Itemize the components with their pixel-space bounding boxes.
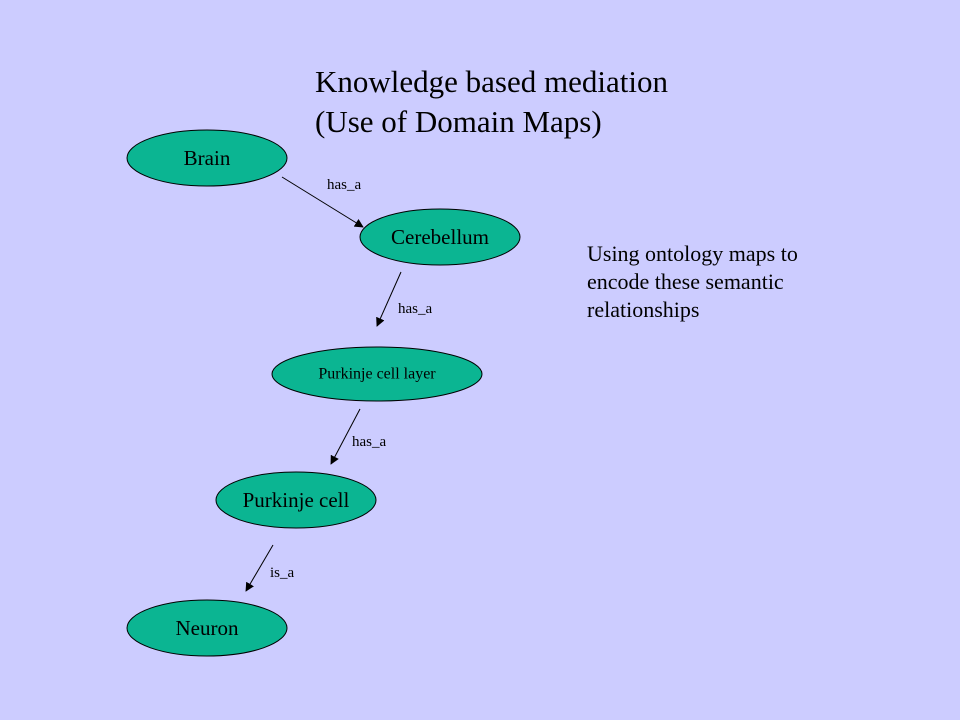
- edge-cerebellum-to-layer: has_a: [376, 271, 432, 327]
- edge-layer-to-cell: has_a: [330, 408, 386, 465]
- side-note: Using ontology maps to encode these sema…: [587, 240, 877, 324]
- node-brain-shape: [126, 129, 288, 187]
- title-line-2: (Use of Domain Maps): [315, 104, 602, 139]
- edge-cerebellum-to-layer-label: has_a: [398, 301, 432, 317]
- side-note-line-1: Using ontology maps to: [587, 241, 798, 266]
- node-cerebellum-label: Cerebellum: [391, 225, 489, 249]
- node-cerebellum-shape: [359, 208, 521, 266]
- edge-brain-to-cerebellum-arrow: [281, 176, 364, 228]
- edge-layer-to-cell-label: has_a: [352, 434, 386, 450]
- edge-brain-to-cerebellum-label: has_a: [327, 177, 361, 193]
- side-note-line-2: encode these semantic: [587, 269, 784, 294]
- node-brain-label: Brain: [184, 146, 231, 170]
- node-purkinje-cell-layer-shape: [271, 346, 483, 402]
- edge-layer-to-cell-arrow: [330, 408, 361, 465]
- node-brain: Brain: [126, 129, 288, 187]
- slide-title: Knowledge based mediation (Use of Domain…: [315, 62, 668, 142]
- edge-cell-to-neuron: is_a: [245, 544, 295, 592]
- node-neuron-label: Neuron: [176, 616, 239, 640]
- node-purkinje-cell: Purkinje cell: [215, 471, 377, 529]
- node-neuron: Neuron: [126, 599, 288, 657]
- node-purkinje-cell-label: Purkinje cell: [243, 488, 350, 512]
- side-note-line-3: relationships: [587, 297, 700, 322]
- edge-cell-to-neuron-arrow: [245, 544, 274, 592]
- title-line-1: Knowledge based mediation: [315, 64, 668, 99]
- node-purkinje-cell-layer-label: Purkinje cell layer: [318, 366, 436, 383]
- edge-brain-to-cerebellum: has_a: [281, 176, 364, 228]
- edge-cell-to-neuron-label: is_a: [270, 565, 295, 581]
- node-purkinje-cell-layer: Purkinje cell layer: [271, 346, 483, 402]
- node-purkinje-cell-shape: [215, 471, 377, 529]
- edge-cerebellum-to-layer-arrow: [376, 271, 402, 327]
- node-neuron-shape: [126, 599, 288, 657]
- node-cerebellum: Cerebellum: [359, 208, 521, 266]
